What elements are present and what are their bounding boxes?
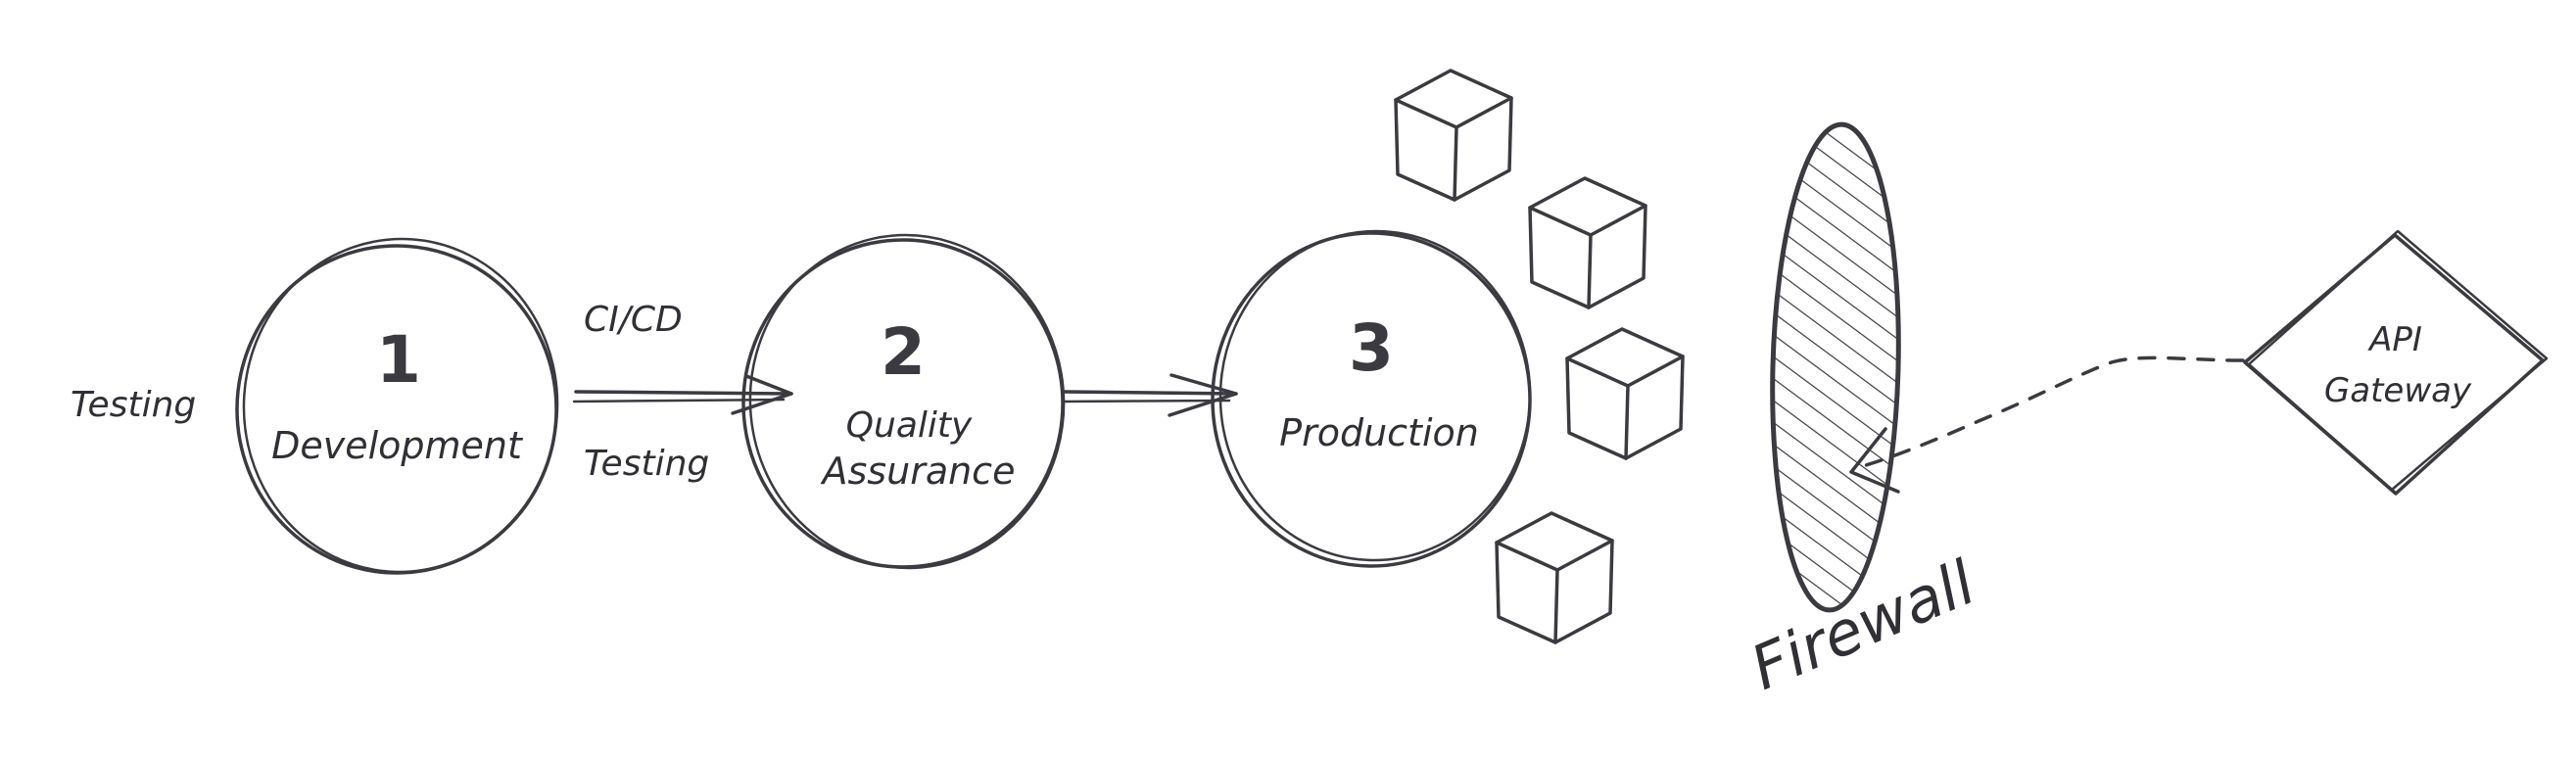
arrow-dev-to-qa	[572, 374, 793, 415]
server-cube	[1394, 69, 1513, 202]
gateway-label-line2: Gateway	[2324, 371, 2472, 410]
qa-label-line2: Assurance	[820, 450, 1016, 493]
arrow-testing-label: Testing	[584, 444, 709, 484]
development-circle-sketch	[242, 237, 559, 574]
gateway-diamond	[2243, 233, 2545, 496]
qa-label-line1: Quality	[846, 405, 973, 446]
production-label: Production	[1279, 411, 1479, 454]
development-label: Development	[271, 424, 524, 467]
firewall	[1770, 121, 1901, 613]
server-cube	[1495, 511, 1614, 644]
production-number: 3	[1349, 310, 1394, 386]
qa-circle-sketch	[748, 233, 1066, 570]
arrow-qa-to-production	[1062, 373, 1238, 417]
qa-number: 2	[881, 314, 926, 390]
dashed-arrow-gateway-to-firewall	[1849, 355, 2245, 494]
api-gateway: API Gateway	[2243, 229, 2549, 496]
stage-development: 1 Development	[235, 237, 559, 575]
gateway-label-line1: API	[2367, 320, 2422, 359]
cicd-label: CI/CD	[584, 300, 683, 340]
firewall-shape	[1770, 121, 1901, 613]
development-number: 1	[376, 322, 421, 398]
production-circle	[1211, 231, 1532, 568]
left-testing-label: Testing	[71, 385, 196, 425]
server-cube	[1565, 327, 1685, 460]
stage-quality-assurance: 2 Quality Assurance	[741, 233, 1066, 570]
server-cube	[1528, 176, 1647, 309]
stage-production: 3 Production	[1211, 229, 1532, 568]
production-circle-sketch	[1218, 229, 1532, 562]
